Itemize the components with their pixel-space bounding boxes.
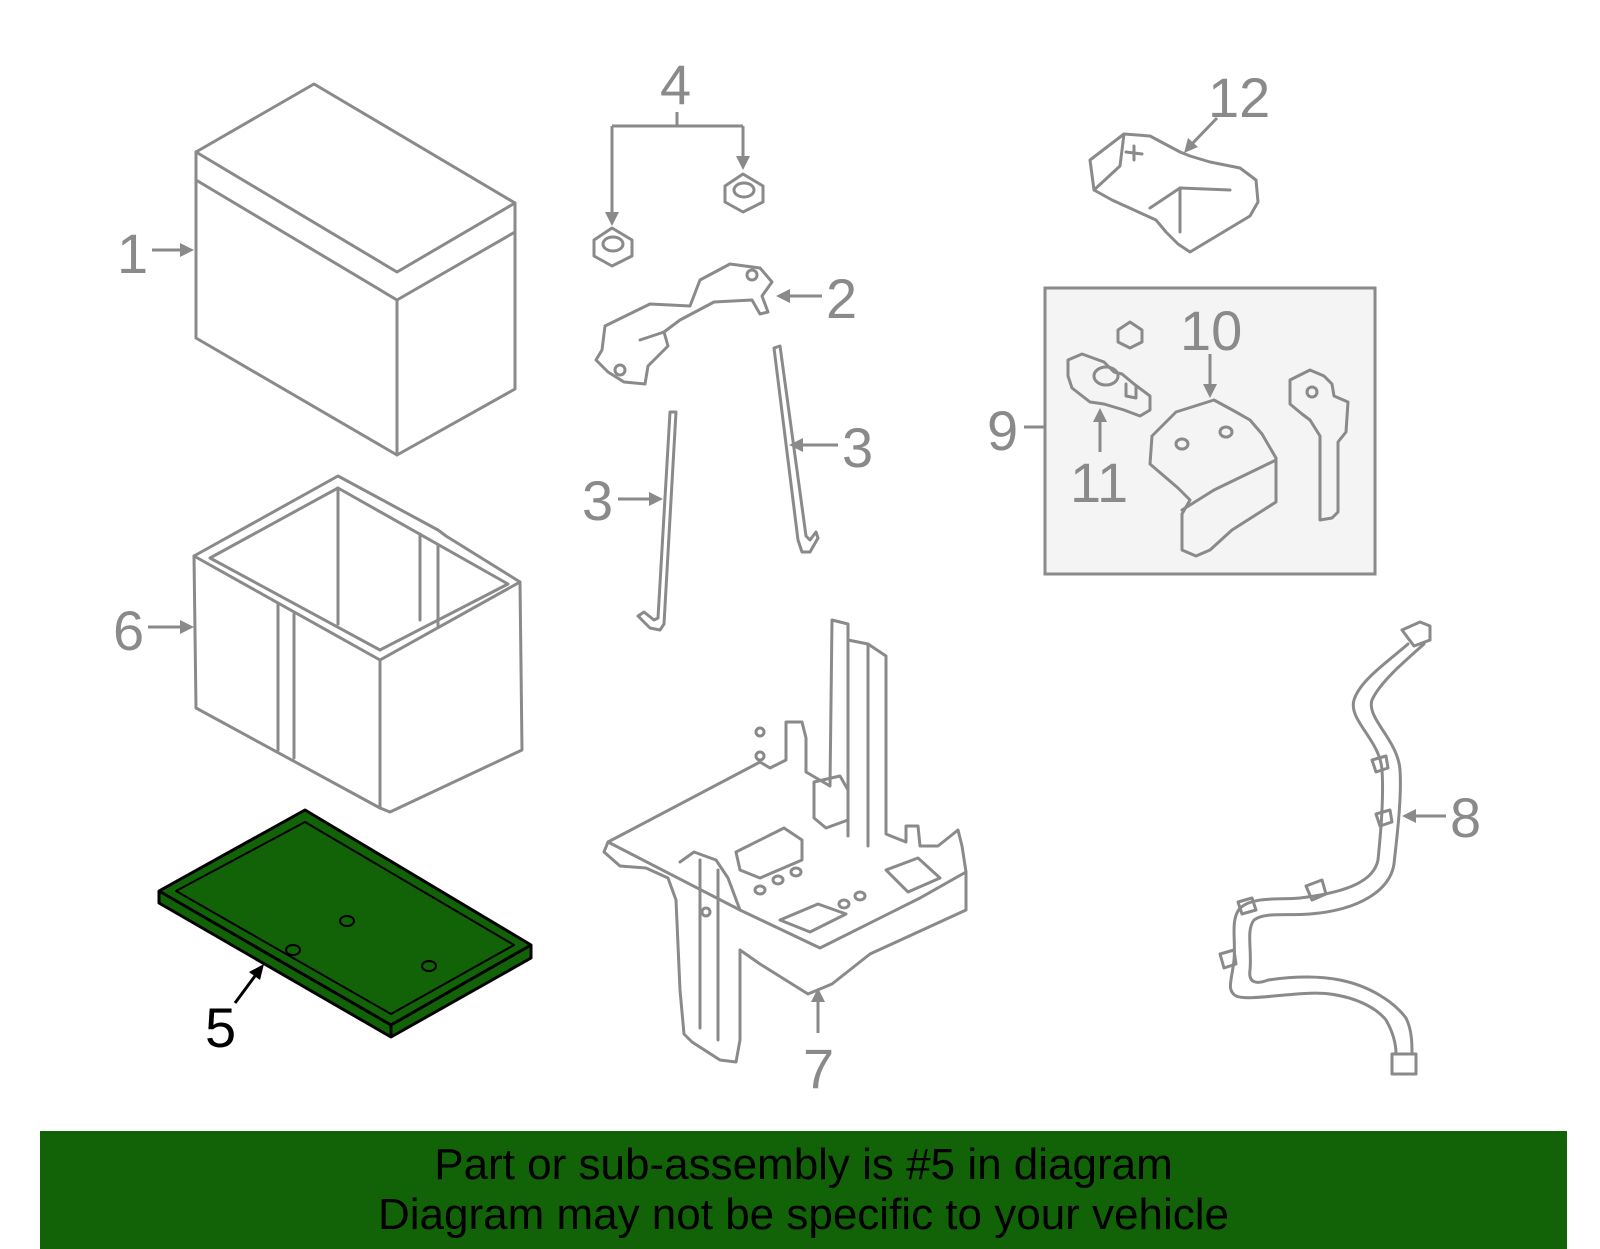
callout-2: 2 [826, 267, 857, 330]
parts-diagram: 1 4 2 3 3 [113, 53, 1481, 1100]
callout-12: 12 [1208, 66, 1270, 129]
callout-6: 6 [113, 599, 144, 662]
callout-3-left: 3 [582, 469, 613, 532]
part-7-battery-support[interactable] [602, 618, 968, 1064]
part-1-battery[interactable] [194, 82, 517, 457]
callout-5: 5 [205, 996, 236, 1059]
banner-line-2: Diagram may not be specific to your vehi… [377, 1190, 1230, 1239]
callout-8: 8 [1450, 786, 1481, 849]
part-2-bracket[interactable] [594, 262, 774, 386]
callout-7: 7 [803, 1037, 834, 1100]
callout-9: 9 [987, 399, 1018, 462]
arrow-5 [233, 964, 264, 1004]
part-6-insulator[interactable] [192, 474, 524, 814]
banner-line-1: Part or sub-assembly is #5 in diagram [434, 1140, 1173, 1189]
info-banner: Part or sub-assembly is #5 in diagram Di… [40, 1131, 1567, 1249]
part-4-nut[interactable] [592, 226, 634, 268]
arrow-3-left [618, 492, 663, 506]
part-5-tray-highlighted[interactable] [157, 808, 533, 1039]
part-3-j-bolt-right[interactable] [772, 344, 820, 554]
part-3-j-bolt-left[interactable] [636, 410, 678, 632]
callout-1: 1 [117, 222, 148, 285]
arrow-4 [605, 112, 750, 226]
arrow-11 [1093, 408, 1107, 452]
part-4-nut-2[interactable] [723, 172, 765, 214]
part-12-terminal-cover[interactable] [1088, 132, 1260, 254]
arrow-12 [1184, 116, 1219, 153]
arrow-2 [776, 289, 822, 303]
callout-4: 4 [660, 53, 691, 116]
arrow-1 [152, 243, 194, 257]
arrow-7 [811, 988, 825, 1033]
part-8-cable[interactable] [1218, 620, 1432, 1076]
callout-3-right: 3 [842, 416, 873, 479]
arrow-8 [1402, 809, 1446, 823]
arrow-3-right [789, 438, 838, 452]
arrow-6 [148, 620, 194, 634]
callout-10: 10 [1180, 299, 1242, 362]
arrow-10 [1203, 354, 1217, 398]
callout-11: 11 [1070, 451, 1128, 514]
